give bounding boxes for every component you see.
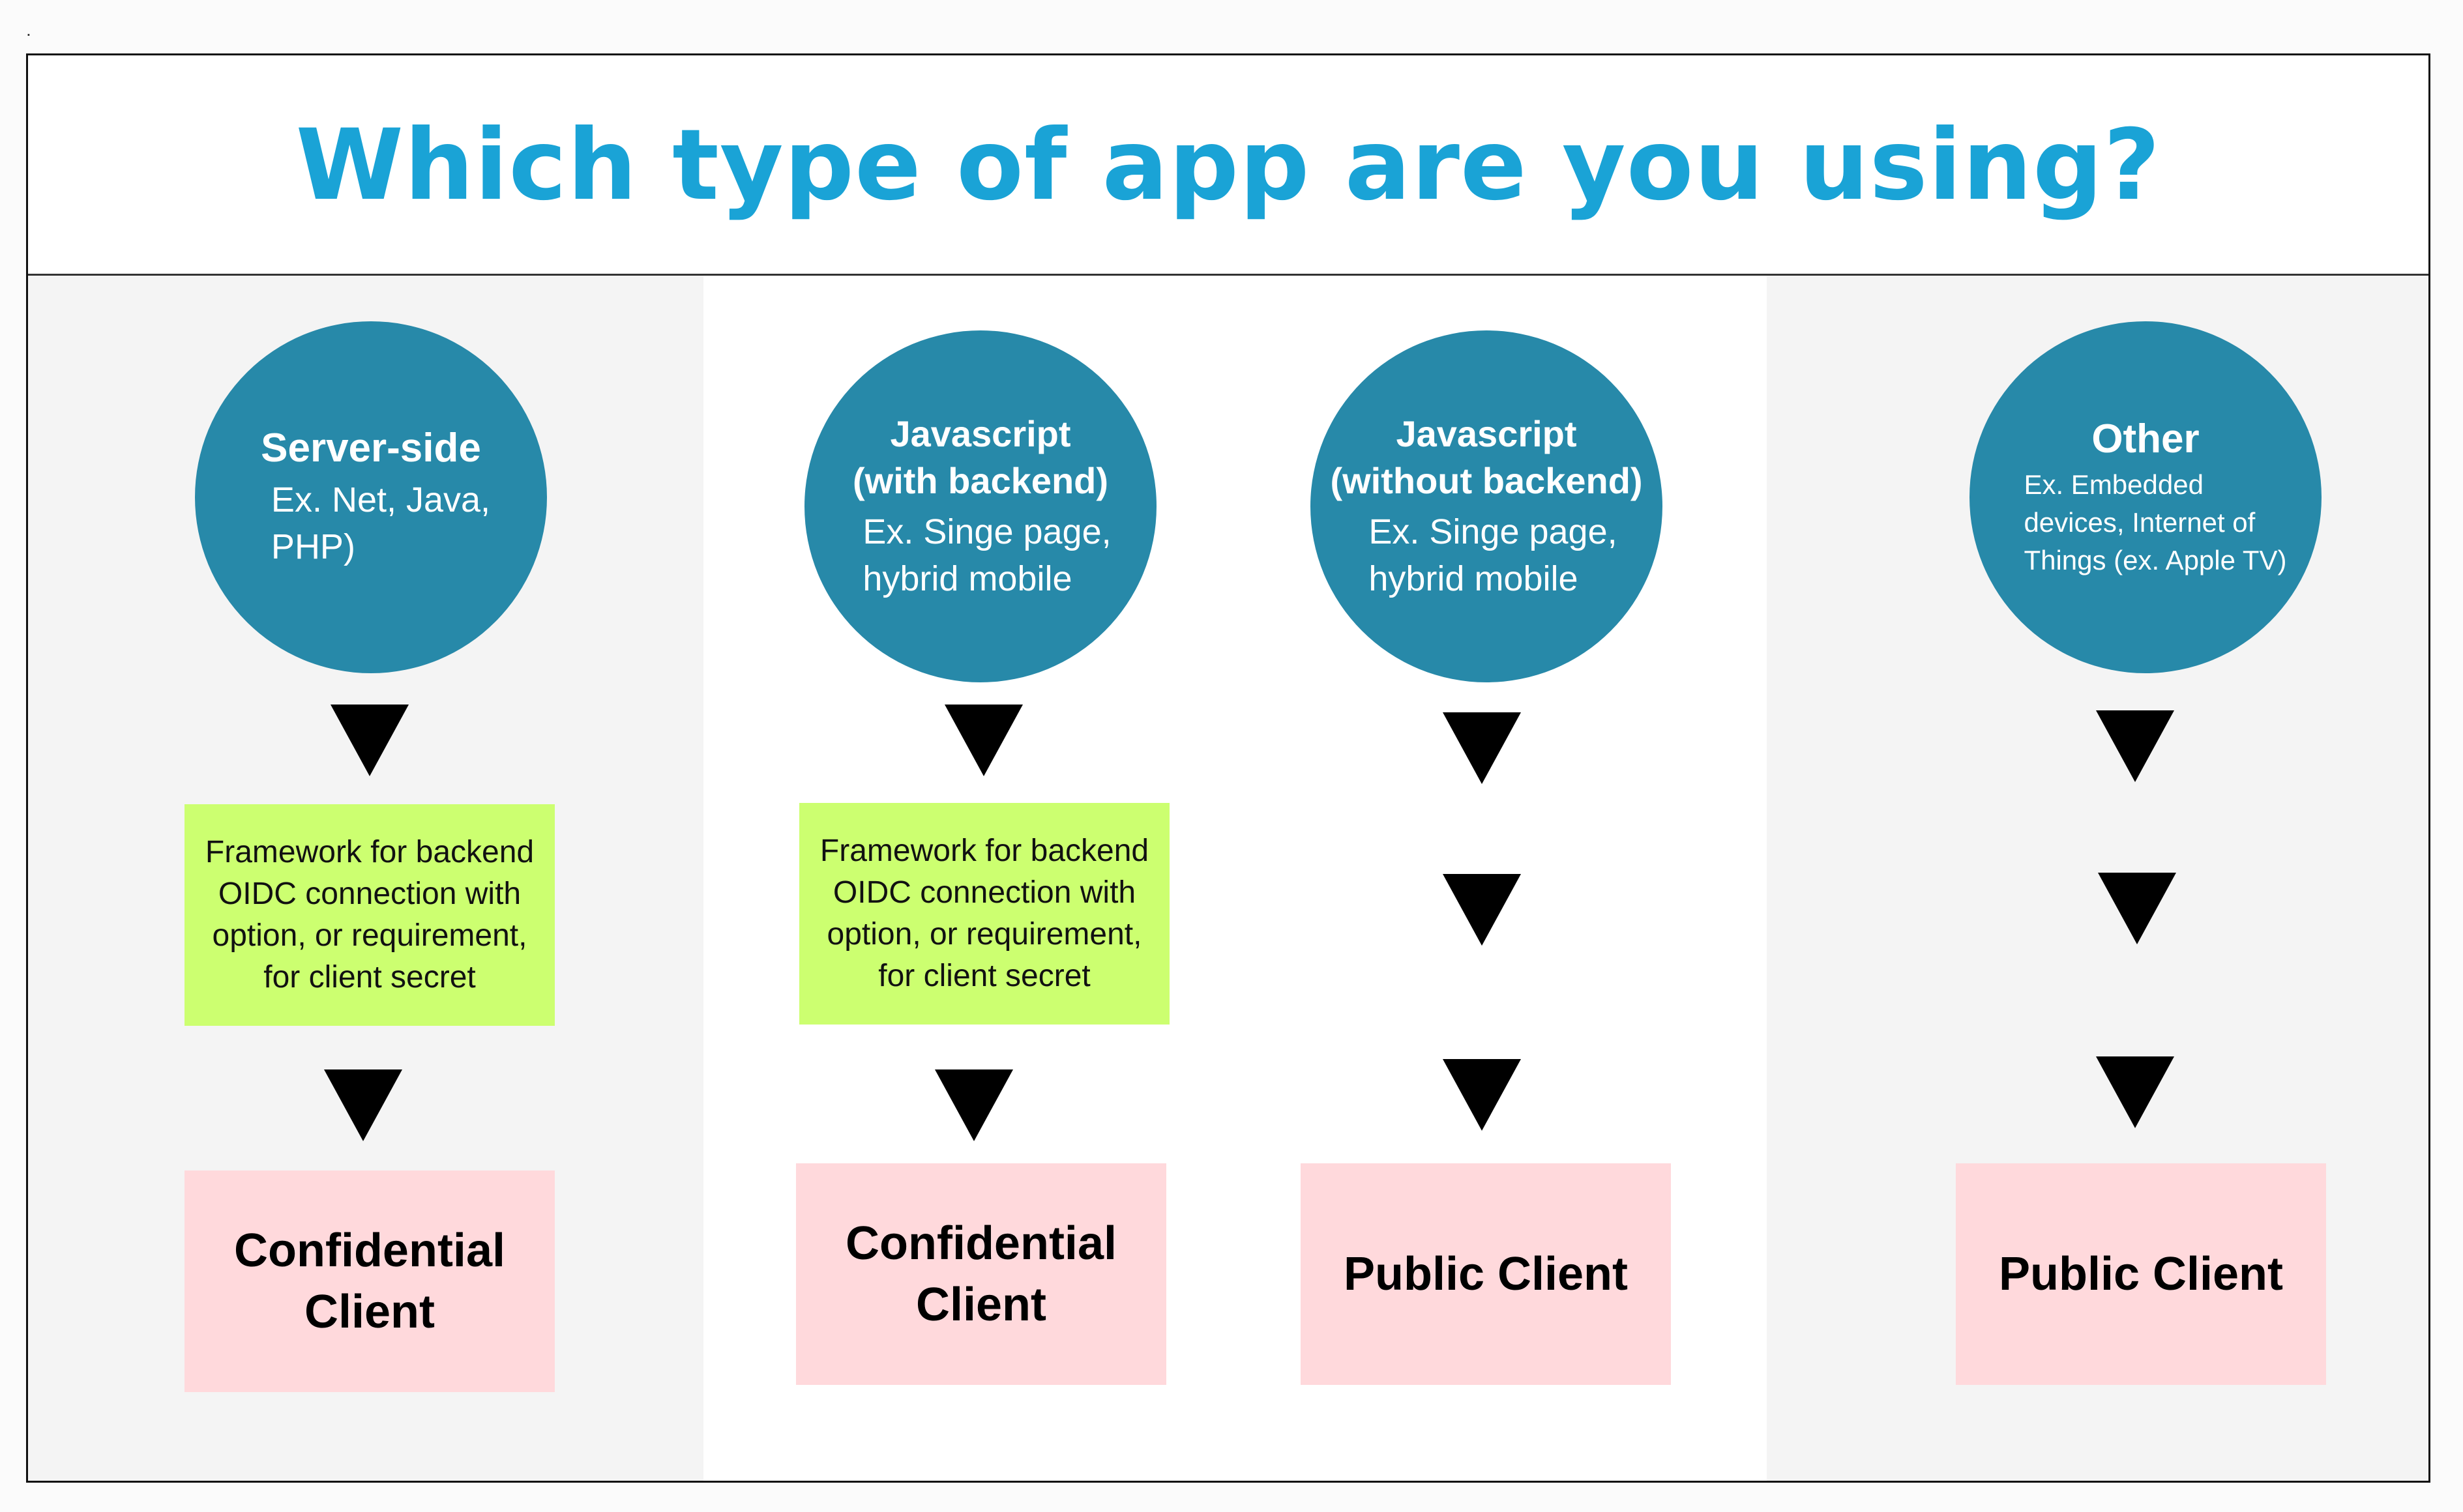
server-side-circle: Server-side Ex. Net, Java, PHP): [195, 321, 547, 673]
page-title: Which type of app are you using?: [295, 109, 2161, 222]
diagram-frame: Which type of app are you using? Server-…: [26, 53, 2430, 1483]
server-side-result-box: Confidential Client: [184, 1170, 555, 1392]
server-side-heading: Server-side: [261, 426, 481, 471]
js-with-backend-circle: Javascript (with backend) Ex. Singe page…: [804, 330, 1157, 682]
js-without-backend-example: Ex. Singe page, hybrid mobile: [1368, 512, 1617, 598]
arrow-down-icon: [935, 1069, 1013, 1141]
arrow-down-icon: [324, 1069, 402, 1141]
arrow-down-icon: [331, 705, 409, 776]
js-with-backend-example: Ex. Singe page, hybrid mobile: [863, 512, 1112, 598]
js-without-backend-result-box: Public Client: [1301, 1163, 1671, 1385]
other-circle: Other Ex. Embedded devices, Internet of …: [1969, 321, 2322, 673]
js-with-backend-framework-box: Framework for backend OIDC connection wi…: [799, 803, 1170, 1025]
server-side-example: Ex. Net, Java, PHP): [271, 480, 491, 566]
js-with-backend-result-box: Confidential Client: [796, 1163, 1166, 1385]
js-without-backend-heading: Javascript (without backend): [1330, 413, 1643, 501]
arrow-down-icon: [1443, 874, 1521, 946]
arrow-down-icon: [2096, 710, 2174, 782]
other-result-box: Public Client: [1956, 1163, 2326, 1385]
js-with-backend-heading: Javascript (with backend): [852, 413, 1109, 501]
other-example: Ex. Embedded devices, Internet of Things…: [2024, 469, 2287, 575]
arrow-down-icon: [1443, 712, 1521, 784]
arrow-down-icon: [1443, 1059, 1521, 1131]
arrow-down-icon: [945, 705, 1023, 776]
header: Which type of app are you using?: [28, 55, 2428, 276]
corner-mark: .: [26, 20, 31, 40]
arrow-down-icon: [2096, 1056, 2174, 1128]
arrow-down-icon: [2098, 873, 2176, 944]
server-side-framework-box: Framework for backend OIDC connection wi…: [184, 804, 555, 1026]
other-heading: Other: [2091, 416, 2200, 461]
js-without-backend-circle: Javascript (without backend) Ex. Singe p…: [1310, 330, 1662, 682]
